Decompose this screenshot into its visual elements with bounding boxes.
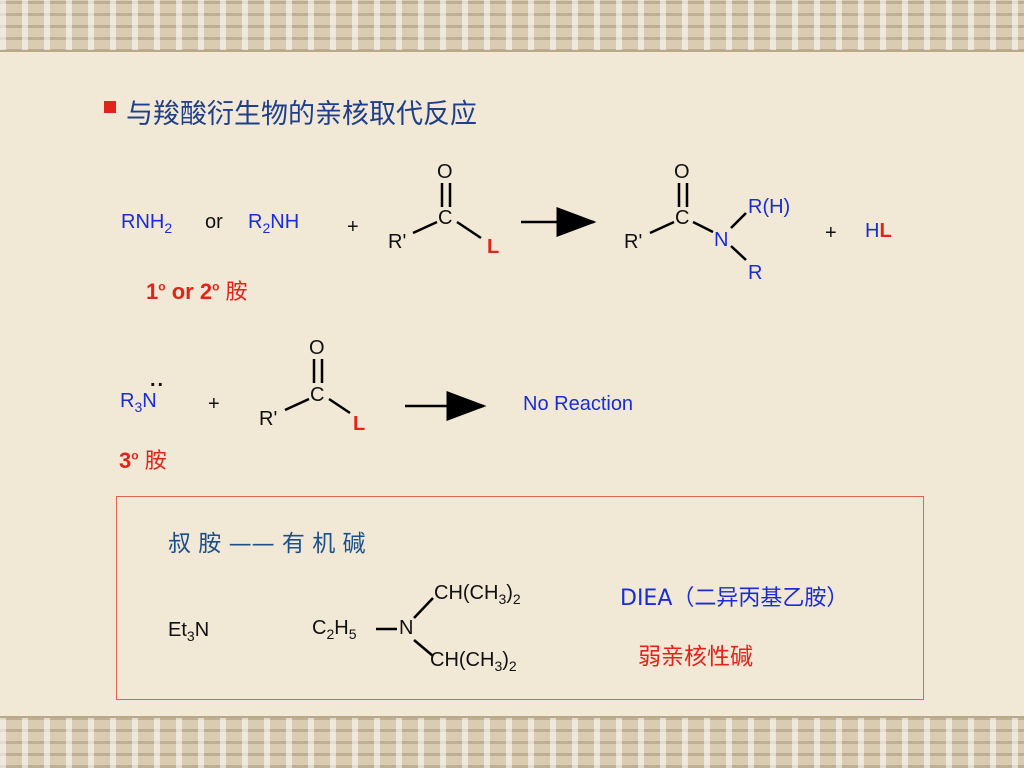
r2-acyl-r-group: R' <box>259 408 278 430</box>
byproduct-hl: HL <box>865 220 892 242</box>
r2-acyl-rc-bond <box>284 397 310 412</box>
r1-acyl-carbon: C <box>438 207 453 229</box>
prod-oxygen: O <box>674 161 690 183</box>
r1-acyl-oxygen: O <box>437 161 453 183</box>
r1-acyl-r-group: R' <box>388 231 407 253</box>
r2-acyl-cl-bond <box>328 397 351 415</box>
r1-acyl-leaving-group: L <box>487 236 500 258</box>
prod-n-rh-bond <box>730 212 747 229</box>
prod-rc-bond <box>649 220 675 235</box>
prod-r-substituent: R <box>748 262 763 284</box>
r2-acyl-oxygen: O <box>309 337 325 359</box>
prod-r-group: R' <box>624 231 643 253</box>
prod-carbon: C <box>675 207 690 229</box>
amine-r3n: R3N <box>120 390 157 415</box>
diea-isopropyl-bottom: CH(CH3)2 <box>430 649 517 674</box>
diea-nitrogen: N <box>399 617 414 639</box>
diea-bottom-bond <box>413 639 434 657</box>
prod-rh-group: R(H) <box>748 196 791 218</box>
primary-secondary-amine-label: 1o or 2o 胺 <box>146 279 248 305</box>
tertiary-amine-label: 3o 胺 <box>119 448 167 474</box>
bottom-border-band <box>0 716 1024 768</box>
diea-ethyl-group: C2H5 <box>312 617 357 642</box>
amine-r2nh: R2NH <box>248 211 300 236</box>
top-border-band <box>0 0 1024 52</box>
plus-sign-1: + <box>347 216 359 238</box>
slide-title: 与羧酸衍生物的亲核取代反应 <box>126 99 477 130</box>
diea-isopropyl-top: CH(CH3)2 <box>434 582 521 607</box>
prod-n-r-bond <box>730 245 747 261</box>
amine-rnh2: RNH2 <box>121 211 173 236</box>
or-text: or <box>205 211 223 233</box>
prod-nitrogen: N <box>714 229 729 251</box>
organic-base-box <box>116 496 924 700</box>
diea-top-bond <box>413 597 434 619</box>
diea-note: 弱亲核性碱 <box>638 644 753 670</box>
triethylamine-formula: Et3N <box>168 619 210 644</box>
prod-cn-bond <box>692 220 714 234</box>
bullet-square-icon <box>104 101 116 113</box>
diea-name: DIEA（二异丙基乙胺） <box>620 586 849 611</box>
plus-sign-3: + <box>208 393 220 415</box>
no-reaction-text: No Reaction <box>523 393 634 415</box>
lone-pair-dots: .. <box>150 369 166 391</box>
r1-acyl-rc-bond <box>412 220 438 235</box>
r2-acyl-carbon: C <box>310 384 325 406</box>
plus-sign-2: + <box>825 222 837 244</box>
box-heading: 叔 胺 —— 有 机 碱 <box>168 531 366 557</box>
r2-acyl-leaving-group: L <box>353 413 366 435</box>
r1-acyl-cl-bond <box>456 220 482 240</box>
